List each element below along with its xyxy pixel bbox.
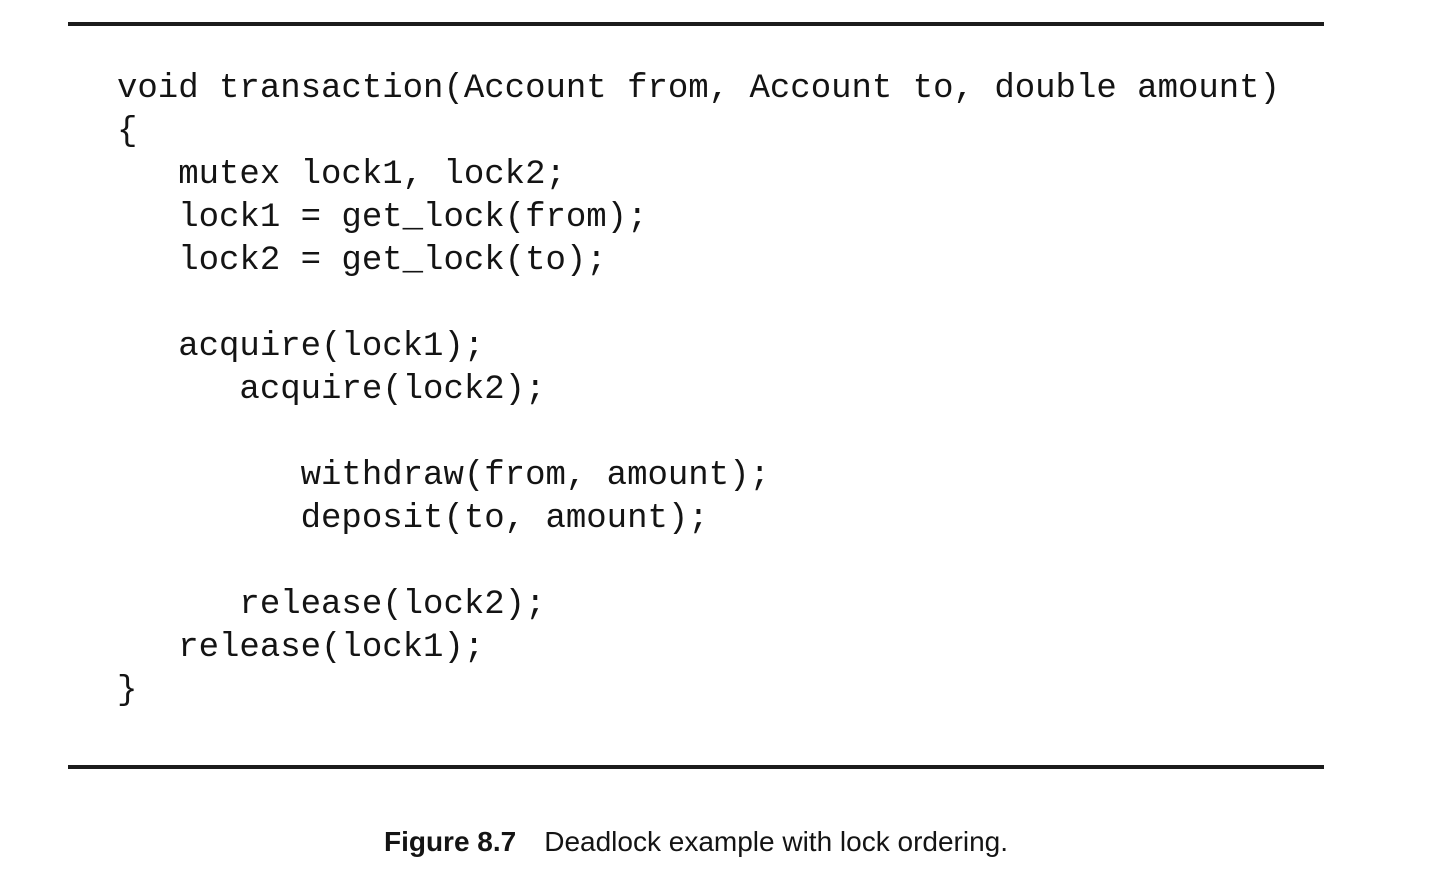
figure-caption: Figure 8.7 Deadlock example with lock ord… (68, 824, 1324, 860)
figure-caption-text: Deadlock example with lock ordering. (544, 826, 1009, 857)
figure-caption-label: Figure 8.7 (383, 826, 517, 857)
top-rule (68, 22, 1324, 26)
code-block: void transaction(Account from, Account t… (117, 70, 1280, 710)
bottom-rule (68, 765, 1324, 769)
